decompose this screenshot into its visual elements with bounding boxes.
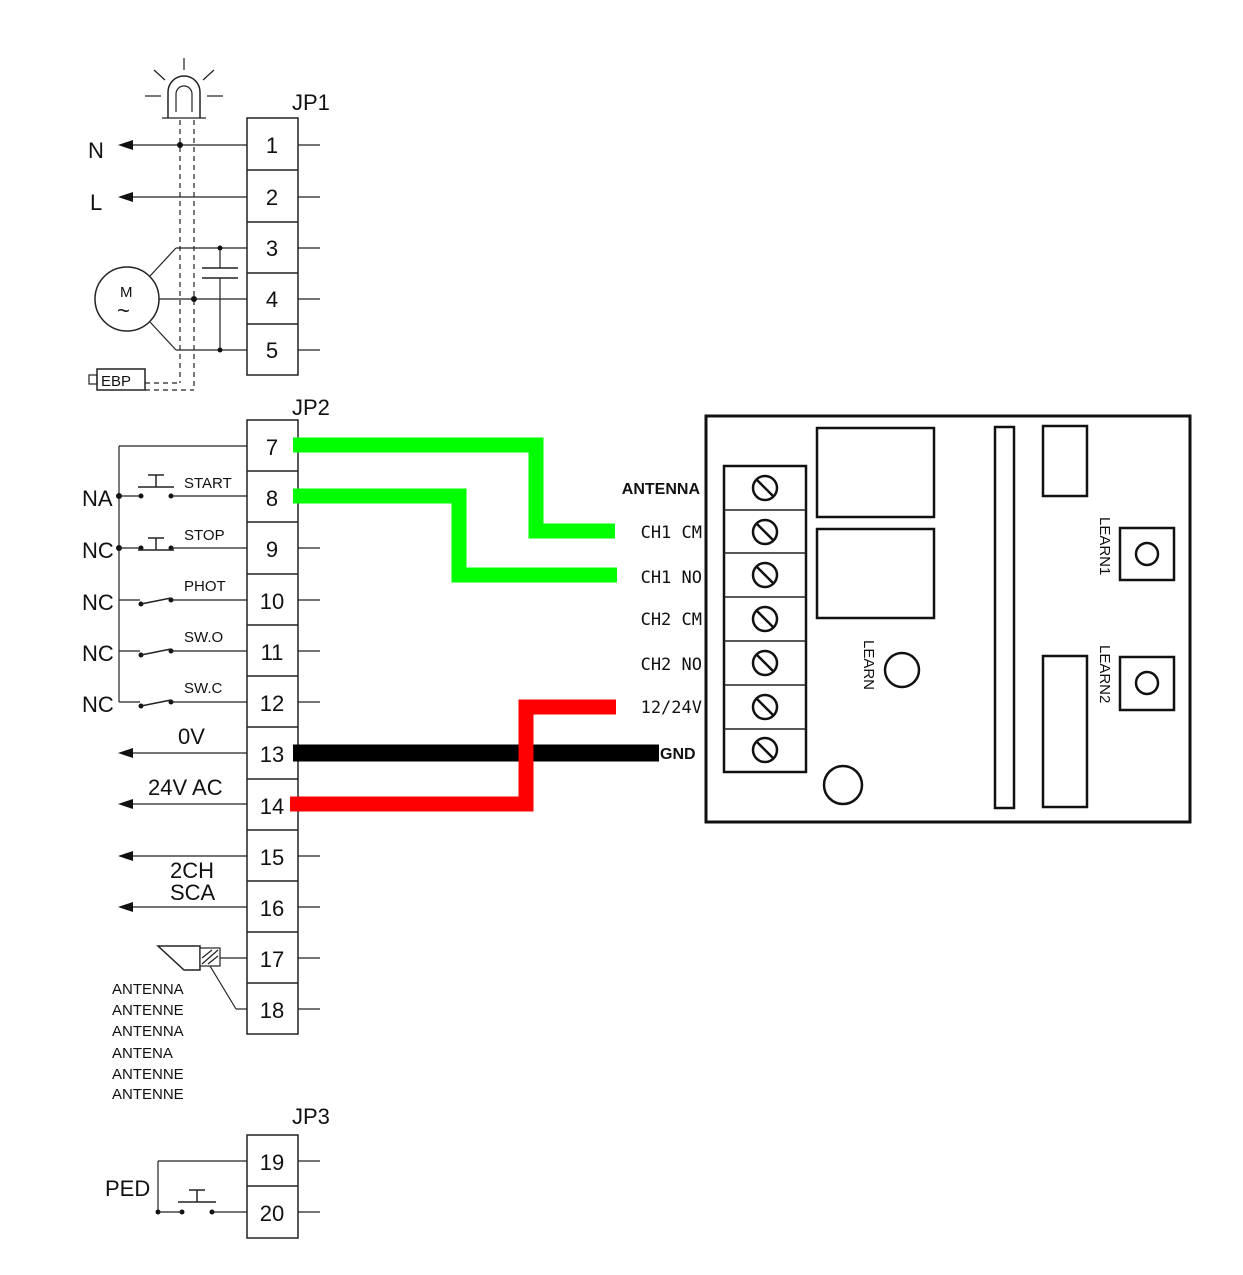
screw-icon <box>751 649 779 677</box>
learn-led-icon <box>883 651 921 689</box>
screw-icon <box>751 736 779 764</box>
0v-label: 0V <box>178 724 205 749</box>
ped-label: PED <box>105 1176 150 1201</box>
terminal-8: 8 <box>266 486 278 511</box>
green-wire-ch1-no <box>293 488 617 583</box>
nc-label-stop: NC <box>82 538 114 563</box>
24vac-label: 24V AC <box>148 775 223 800</box>
receiver-pin-ch1-cm: CH1 CM <box>641 523 702 543</box>
nc-label-swc: NC <box>82 692 114 717</box>
ebp-label: EBP <box>101 373 131 390</box>
phot-label: PHOT <box>184 578 226 595</box>
receiver-pin-ch2-cm: CH2 CM <box>641 610 702 630</box>
output-24vac <box>118 799 247 809</box>
output-0v <box>118 748 247 758</box>
component-bottom <box>1041 654 1089 809</box>
terminal-2: 2 <box>266 185 278 210</box>
learn1-label: LEARN1 <box>1096 517 1113 575</box>
component-top <box>1041 424 1089 498</box>
learn1-button[interactable] <box>1118 526 1176 582</box>
green-wire-ch1-cm <box>293 437 615 539</box>
l-label: L <box>90 190 102 215</box>
ped-button-icon <box>155 1160 247 1215</box>
terminal-11: 11 <box>261 640 284 665</box>
antenna-label: ANTENNE <box>112 1086 184 1103</box>
antenna-label: ANTENA <box>112 1045 173 1062</box>
jp3-label: JP3 <box>292 1104 330 1129</box>
receiver-module <box>704 414 1192 824</box>
stop-button-icon <box>119 537 247 551</box>
terminal-13: 13 <box>260 742 284 767</box>
swo-contact-icon <box>119 648 247 658</box>
mains-l <box>118 192 247 202</box>
receiver-pin-12-24v: 12/24V <box>641 698 702 718</box>
stop-label: STOP <box>184 527 225 544</box>
terminal-4: 4 <box>266 287 278 312</box>
antenna-label: ANTENNA <box>112 1023 184 1040</box>
learn2-button[interactable] <box>1118 655 1176 712</box>
antenna-label: ANTENNA <box>112 981 184 998</box>
antenna-label: ANTENNE <box>112 1002 184 1019</box>
screw-icon <box>751 474 779 502</box>
jp1-label: JP1 <box>292 90 330 115</box>
n-label: N <box>88 138 104 163</box>
terminal-7: 7 <box>266 435 278 460</box>
swc-label: SW.C <box>184 680 223 697</box>
sca-label: SCA <box>170 880 216 905</box>
screw-icon <box>751 605 779 633</box>
output-sca <box>118 902 247 912</box>
terminal-19: 19 <box>260 1150 284 1175</box>
terminal-block-jp2: 7 8 9 10 11 12 13 14 15 16 17 18 <box>246 419 320 1035</box>
red-wire-24v <box>290 699 616 812</box>
terminal-20: 20 <box>260 1201 284 1226</box>
screw-icon <box>751 561 779 589</box>
receiver-pin-antenna: ANTENNA <box>622 481 701 498</box>
ebp-box <box>88 368 146 391</box>
antenna-icon <box>156 945 247 1010</box>
terminal-10: 10 <box>260 589 284 614</box>
relay-1 <box>815 426 936 519</box>
start-button-icon <box>119 474 247 499</box>
receiver-pin-ch2-no: CH2 NO <box>641 655 702 675</box>
start-label: START <box>184 475 232 492</box>
mains-n <box>118 140 247 150</box>
nc-label-swo: NC <box>82 641 114 666</box>
na-label: NA <box>82 486 113 511</box>
swo-label: SW.O <box>184 629 223 646</box>
terminal-9: 9 <box>266 537 278 562</box>
terminal-5: 5 <box>266 338 278 363</box>
terminal-3: 3 <box>266 236 278 261</box>
terminal-12: 12 <box>260 691 284 716</box>
nc-label-phot: NC <box>82 590 114 615</box>
capacitor-icon <box>202 245 238 353</box>
phot-contact-icon <box>119 597 247 607</box>
receiver-pin-ch1-no: CH1 NO <box>641 568 702 588</box>
relay-2 <box>815 527 936 620</box>
output-2ch <box>118 851 247 861</box>
screw-icon <box>751 693 779 721</box>
motor-label: M <box>120 284 133 301</box>
jp2-label: JP2 <box>292 395 330 420</box>
swc-contact-icon <box>119 699 247 709</box>
motor-icon <box>94 247 247 351</box>
terminal-16: 16 <box>260 896 284 921</box>
terminal-18: 18 <box>260 998 284 1023</box>
antenna-label: ANTENNE <box>112 1066 184 1083</box>
receiver-strip <box>993 425 1016 810</box>
2ch-label: 2CH <box>170 858 214 883</box>
terminal-14: 14 <box>260 794 284 819</box>
terminal-15: 15 <box>260 845 284 870</box>
terminal-1: 1 <box>266 133 278 158</box>
terminal-block-jp1: 1 2 3 4 5 <box>246 117 320 376</box>
terminal-17: 17 <box>260 947 284 972</box>
learn-label: LEARN <box>860 640 877 690</box>
hole-icon <box>822 764 864 806</box>
receiver-pin-gnd: GND <box>660 746 696 763</box>
terminal-block-jp3: 19 20 <box>246 1134 320 1239</box>
screw-icon <box>751 518 779 546</box>
flashing-lamp-icon <box>145 58 223 119</box>
learn2-label: LEARN2 <box>1096 645 1113 703</box>
motor-ac-symbol: ~ <box>117 298 130 323</box>
